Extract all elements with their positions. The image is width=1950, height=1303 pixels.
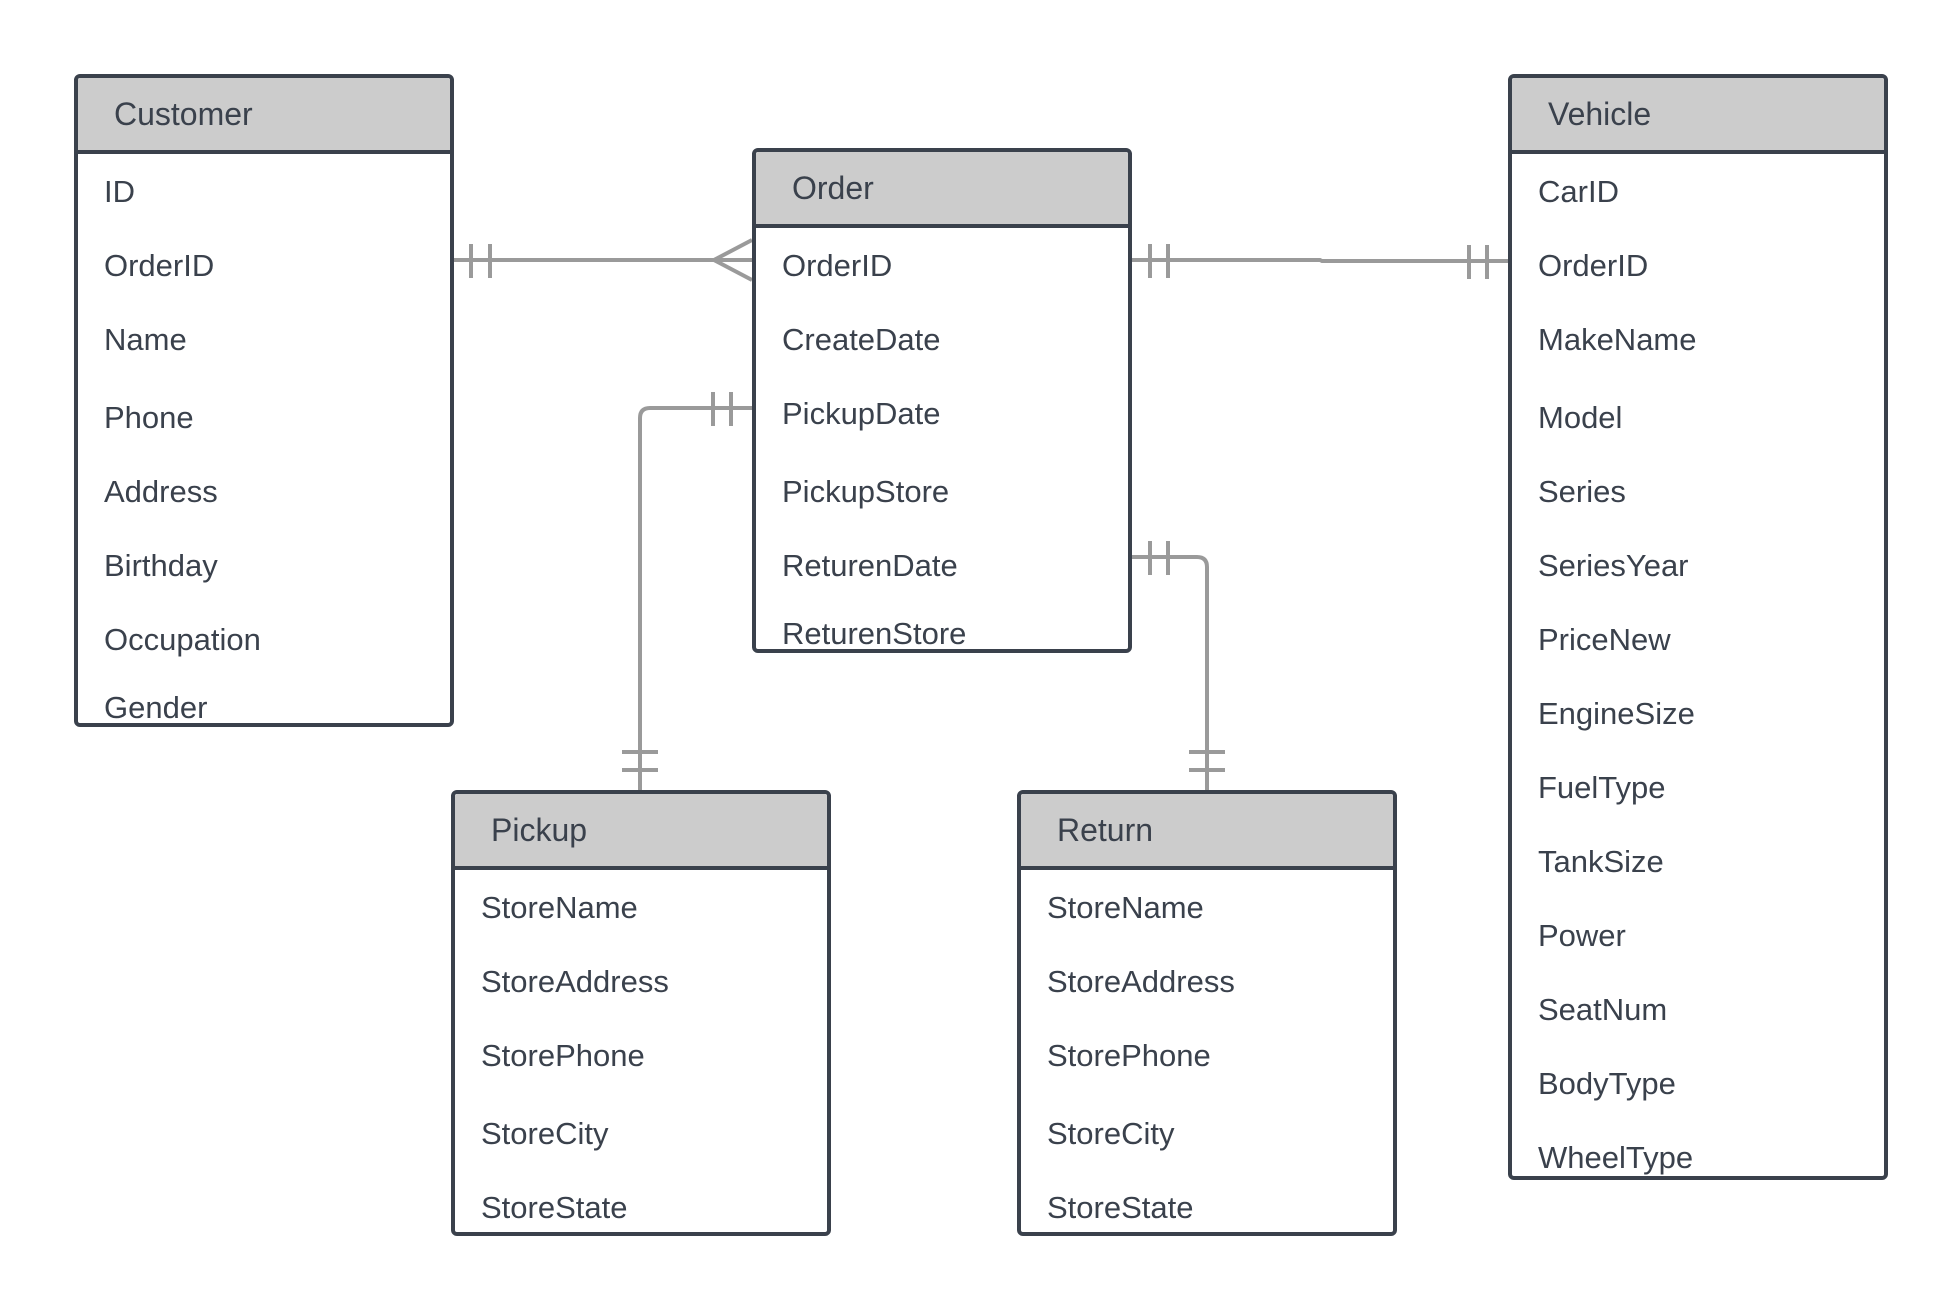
connector-line [1132, 555, 1209, 792]
field-carid: CarID [1538, 174, 1619, 209]
entity-title: Order [792, 169, 874, 206]
field-storename: StoreName [1047, 890, 1204, 925]
entity-title: Vehicle [1548, 95, 1652, 132]
field-bodytype: BodyType [1538, 1066, 1676, 1101]
field-name: Name [104, 322, 187, 357]
field-power: Power [1538, 918, 1626, 953]
field-orderid: OrderID [782, 248, 893, 283]
field-wheeltype: WheelType [1538, 1140, 1694, 1175]
entity-customer[interactable]: Customer ID OrderID Name Phone Address B… [74, 74, 454, 727]
field-model: Model [1538, 400, 1623, 435]
field-orderid: OrderID [1538, 248, 1649, 283]
field-createdate: CreateDate [782, 322, 941, 357]
field-storestate: StoreState [481, 1190, 628, 1225]
field-phone: Phone [104, 400, 194, 435]
relationship-order-pickup [622, 392, 752, 792]
crows-foot-many-marker [709, 238, 753, 282]
field-storecity: StoreCity [481, 1116, 609, 1151]
field-storestate: StoreState [1047, 1190, 1194, 1225]
entity-header: Order [756, 152, 1128, 228]
field-seatnum: SeatNum [1538, 992, 1668, 1027]
field-series: Series [1538, 474, 1626, 509]
field-pricenew: PriceNew [1538, 622, 1671, 657]
field-tanksize: TankSize [1538, 844, 1664, 879]
field-seriesyear: SeriesYear [1538, 548, 1689, 583]
entity-header: Vehicle [1512, 78, 1884, 154]
field-storephone: StorePhone [481, 1038, 645, 1073]
field-returenstore: ReturenStore [782, 616, 967, 651]
entity-header: Return [1021, 794, 1393, 870]
field-pickupdate: PickupDate [782, 396, 941, 431]
field-storecity: StoreCity [1047, 1116, 1175, 1151]
field-storephone: StorePhone [1047, 1038, 1211, 1073]
field-birthday: Birthday [104, 548, 218, 583]
connector-line [638, 406, 752, 792]
entity-header: Pickup [455, 794, 827, 870]
field-id: ID [104, 174, 135, 209]
entity-order[interactable]: Order OrderID CreateDate PickupDate Pick… [752, 148, 1132, 653]
field-occupation: Occupation [104, 622, 261, 657]
field-enginesize: EngineSize [1538, 696, 1695, 731]
field-returendate: ReturenDate [782, 548, 958, 583]
field-fueltype: FuelType [1538, 770, 1666, 805]
field-pickupstore: PickupStore [782, 474, 950, 509]
field-makename: MakeName [1538, 322, 1697, 357]
relationship-customer-order [454, 238, 753, 282]
entity-return[interactable]: Return StoreName StoreAddress StorePhone… [1017, 790, 1397, 1236]
field-orderid: OrderID [104, 248, 215, 283]
relationship-order-vehicle [1132, 244, 1508, 279]
field-gender: Gender [104, 690, 208, 725]
entity-vehicle[interactable]: Vehicle CarID OrderID MakeName Model Ser… [1508, 74, 1888, 1180]
entity-title: Pickup [491, 811, 588, 848]
relationship-order-return [1132, 541, 1225, 792]
entity-pickup[interactable]: Pickup StoreName StoreAddress StorePhone… [451, 790, 831, 1236]
entity-title: Customer [114, 95, 253, 132]
field-address: Address [104, 474, 218, 509]
field-storeaddress: StoreAddress [1047, 964, 1235, 999]
entity-header: Customer [78, 78, 450, 154]
field-storename: StoreName [481, 890, 638, 925]
entity-title: Return [1057, 811, 1154, 848]
connector-line [1132, 258, 1508, 263]
field-storeaddress: StoreAddress [481, 964, 669, 999]
